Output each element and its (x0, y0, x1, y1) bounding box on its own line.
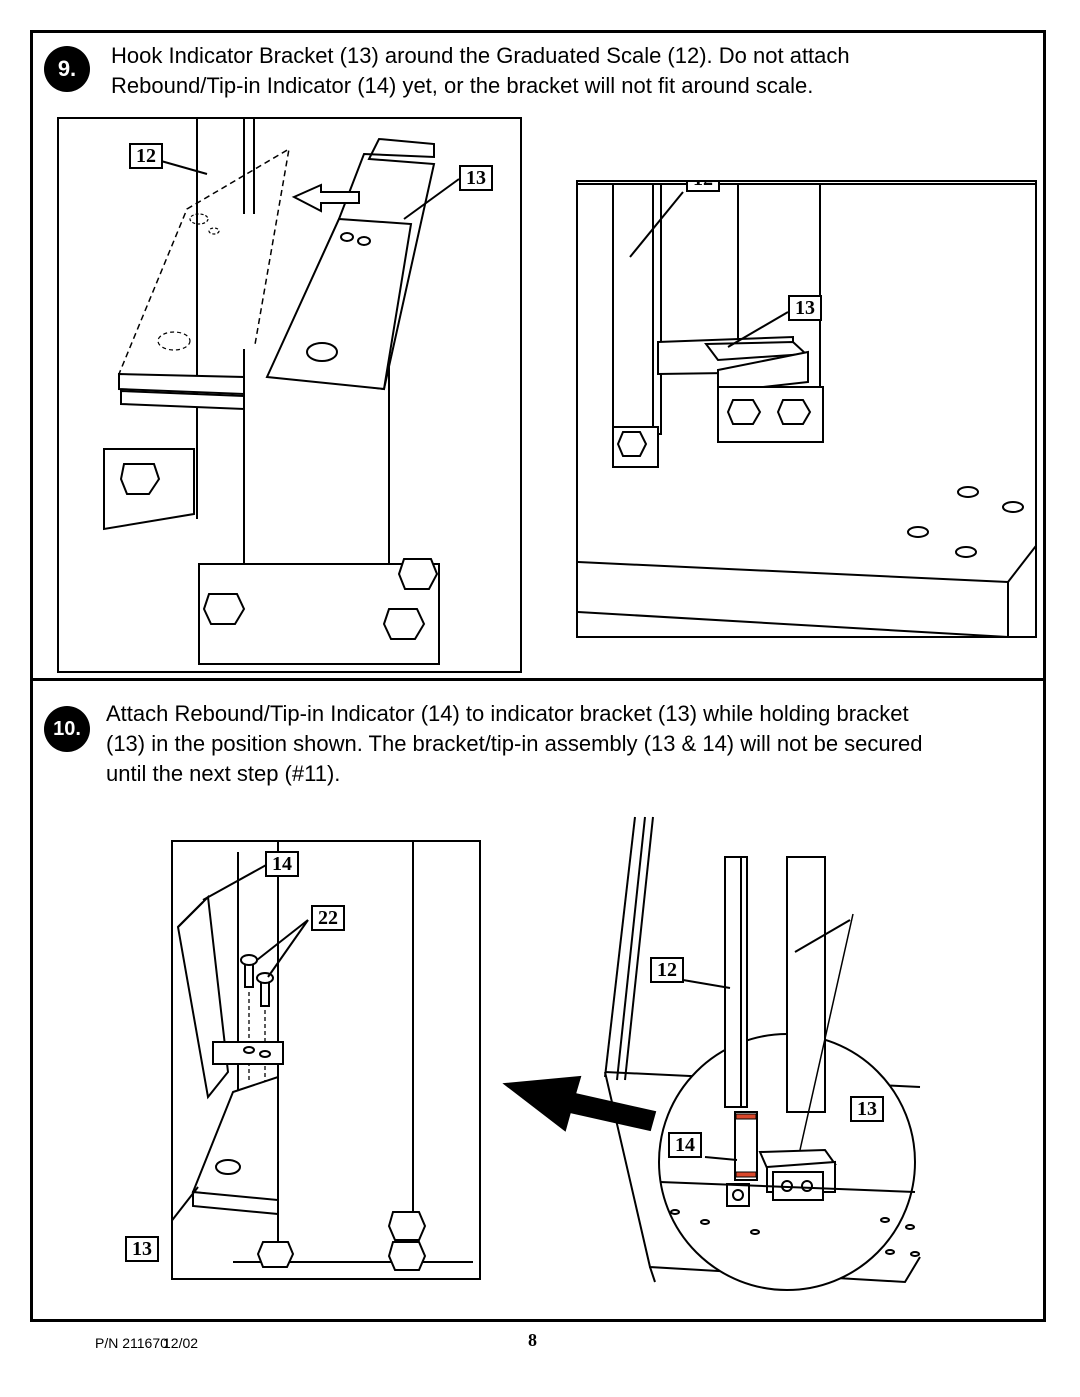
step-9-line-2: Rebound/Tip-in Indicator (14) yet, or th… (111, 73, 814, 98)
callout-12-fig-d: 12 (650, 957, 684, 983)
step-9-line-1: Hook Indicator Bracket (13) around the G… (111, 43, 850, 68)
revision-date: 12/02 (163, 1335, 199, 1351)
assembly-overview-illustration (502, 816, 921, 1291)
step-9-figure-a: 12 13 (57, 117, 522, 673)
callout-22-fig-c: 22 (311, 905, 345, 931)
callout-13-fig-a: 13 (459, 165, 493, 191)
step-divider (30, 678, 1046, 681)
bracket-hook-illustration (103, 119, 460, 665)
callout-13-fig-c: 13 (125, 1236, 159, 1262)
page-number: 8 (528, 1330, 537, 1350)
step-10-figure-c: 14 22 (171, 840, 481, 1280)
step-9-figure-b: 12 13 (576, 180, 1037, 638)
callout-14-fig-c: 14 (265, 851, 299, 877)
callout-13-fig-d: 13 (850, 1096, 884, 1122)
callout-12-fig-a: 12 (129, 143, 163, 169)
step-10-line-2: (13) in the position shown. The bracket/… (106, 731, 923, 756)
step-10-badge: 10. (44, 706, 90, 752)
step-10-line-3: until the next step (#11). (106, 761, 341, 786)
step-9-badge: 9. (44, 46, 90, 92)
step-10-line-1: Attach Rebound/Tip-in Indicator (14) to … (106, 701, 909, 726)
callout-13-fig-b: 13 (788, 295, 822, 321)
indicator-attach-illustration (173, 842, 473, 1271)
callout-12-fig-b: 12 (686, 182, 720, 192)
page-border (30, 30, 1046, 1322)
callout-14-fig-d: 14 (668, 1132, 702, 1158)
bracket-installed-illustration (578, 183, 1035, 636)
part-number: P/N 211670 (95, 1335, 168, 1351)
